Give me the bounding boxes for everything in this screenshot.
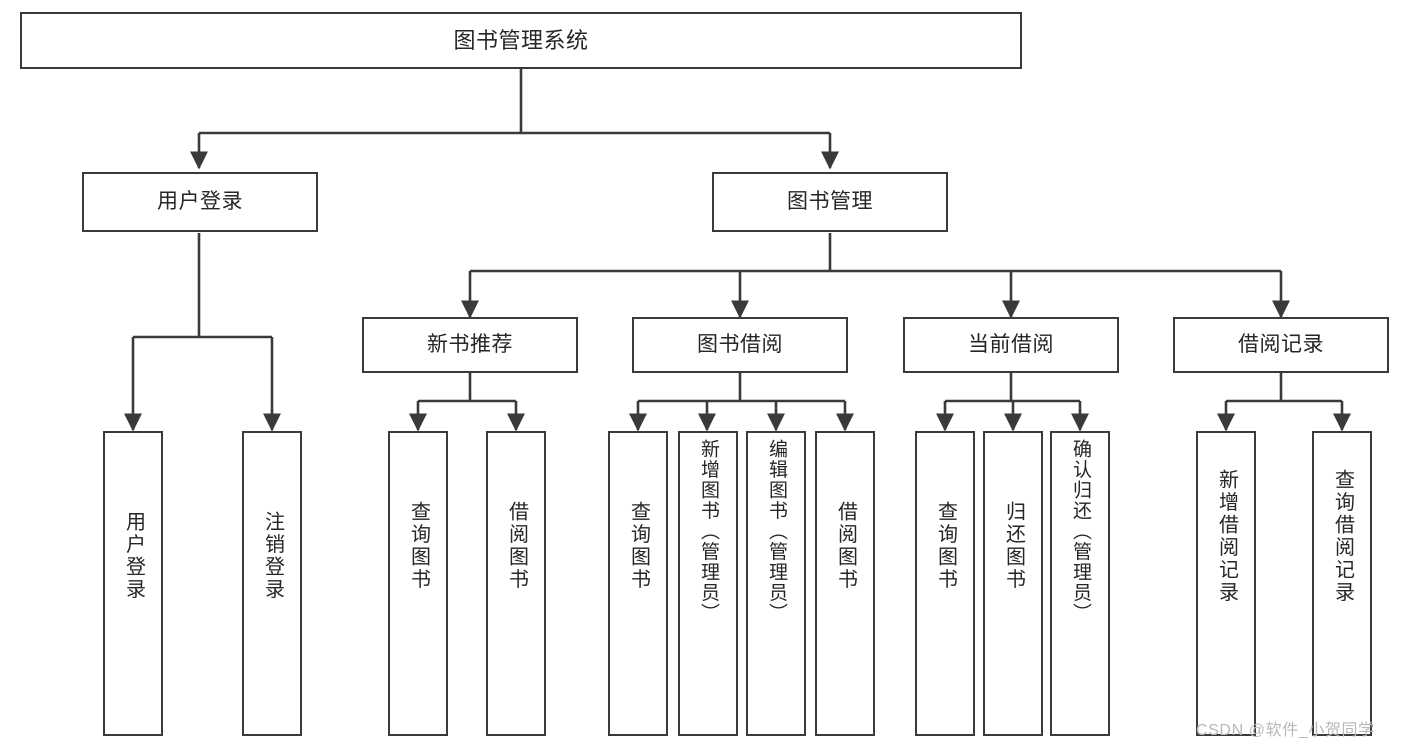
node-label: 注销登录 xyxy=(261,511,284,601)
leaf-confirm-return-admin[interactable]: 确认归还（管理员） xyxy=(1050,431,1110,736)
node-current-borrow[interactable]: 当前借阅 xyxy=(903,317,1119,373)
node-label: 图书借阅 xyxy=(697,332,783,356)
csdn-watermark: CSDN @软件_小贺同学 xyxy=(1196,722,1375,739)
leaf-borrow-book-2[interactable]: 借阅图书 xyxy=(815,431,875,736)
node-label: 图书管理系统 xyxy=(453,27,589,53)
node-label: 新书推荐 xyxy=(427,332,513,356)
leaf-query-book-1[interactable]: 查询图书 xyxy=(388,431,448,736)
leaf-query-borrow-record[interactable]: 查询借阅记录 xyxy=(1312,431,1372,736)
leaf-edit-book-admin[interactable]: 编辑图书（管理员） xyxy=(746,431,806,736)
node-borrow-record[interactable]: 借阅记录 xyxy=(1173,317,1389,373)
node-label: 查询图书 xyxy=(934,501,957,591)
leaf-borrow-book-1[interactable]: 借阅图书 xyxy=(486,431,546,736)
node-label: 编辑图书（管理员） xyxy=(765,439,787,624)
leaf-query-book-2[interactable]: 查询图书 xyxy=(608,431,668,736)
node-root-book-management-system[interactable]: 图书管理系统 xyxy=(20,12,1022,69)
node-new-book-recommendation[interactable]: 新书推荐 xyxy=(362,317,578,373)
node-label: 查询借阅记录 xyxy=(1331,469,1354,604)
node-book-manage[interactable]: 图书管理 xyxy=(712,172,948,232)
leaf-user-login[interactable]: 用户登录 xyxy=(103,431,163,736)
leaf-return-book[interactable]: 归还图书 xyxy=(983,431,1043,736)
node-label: 新增借阅记录 xyxy=(1215,469,1238,604)
node-label: 新增图书（管理员） xyxy=(697,439,719,624)
node-book-borrow[interactable]: 图书借阅 xyxy=(632,317,848,373)
leaf-add-borrow-record[interactable]: 新增借阅记录 xyxy=(1196,431,1256,736)
node-label: 查询图书 xyxy=(627,501,650,591)
node-label: 归还图书 xyxy=(1002,501,1025,591)
node-label: 当前借阅 xyxy=(968,332,1054,356)
node-user-login[interactable]: 用户登录 xyxy=(82,172,318,232)
node-label: 用户登录 xyxy=(122,511,145,601)
leaf-logout[interactable]: 注销登录 xyxy=(242,431,302,736)
node-label: 查询图书 xyxy=(407,501,430,591)
node-label: 借阅图书 xyxy=(505,501,528,591)
node-label: 确认归还（管理员） xyxy=(1069,439,1091,624)
node-label: 用户登录 xyxy=(157,189,243,213)
node-label: 借阅记录 xyxy=(1238,332,1324,356)
leaf-query-book-3[interactable]: 查询图书 xyxy=(915,431,975,736)
node-label: 图书管理 xyxy=(787,189,873,213)
leaf-add-book-admin[interactable]: 新增图书（管理员） xyxy=(678,431,738,736)
node-label: 借阅图书 xyxy=(834,501,857,591)
